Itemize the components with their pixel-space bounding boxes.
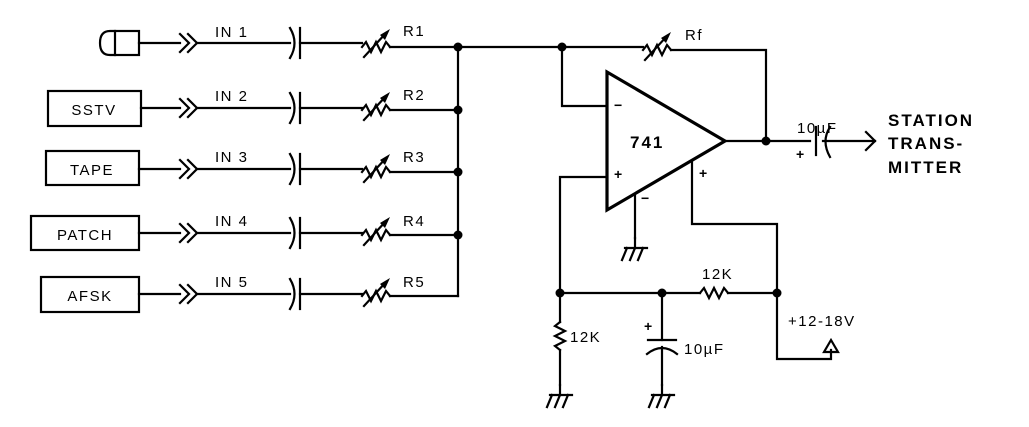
source-label-afsk: AFSK	[67, 288, 112, 305]
variable-resistor-r2	[360, 90, 392, 122]
power-terminal-icon	[822, 337, 840, 354]
noninverting-input-sign: +	[614, 166, 622, 182]
input-row-4: PATCH IN 4 R4	[29, 213, 460, 252]
destination-line-1: STATION	[888, 111, 974, 130]
input-row-5: AFSK IN 5 R5	[39, 274, 460, 314]
summing-bus	[453, 42, 567, 298]
variable-resistor-r1	[360, 27, 392, 59]
output-arrow-icon	[864, 130, 877, 152]
destination-line-3: MITTER	[888, 158, 963, 177]
bias-network: 12K 12K + 10µF	[545, 175, 782, 409]
bias-resistor-upper	[698, 285, 730, 301]
output-capacitor-label: 10µF	[797, 120, 838, 137]
resistor-r3-label: R3	[403, 149, 425, 166]
input-1-label: IN 1	[215, 24, 249, 41]
input-row-1: IN 1 R1	[98, 23, 460, 60]
resistor-r5-label: R5	[403, 274, 425, 291]
feedback-path: Rf	[560, 27, 768, 143]
supply-negative-sign: −	[641, 190, 649, 206]
resistor-r2-label: R2	[403, 87, 425, 104]
microphone-icon	[98, 29, 141, 57]
input-5-label: IN 5	[215, 274, 249, 291]
bias-resistor-upper-label: 12K	[702, 266, 733, 283]
coupling-capacitor-2	[288, 91, 302, 125]
coupling-capacitor-1	[288, 26, 302, 60]
bias-resistor-lower	[552, 320, 568, 352]
coupling-capacitor-5	[288, 277, 302, 311]
variable-resistor-r4	[360, 215, 392, 247]
variable-resistor-r5	[360, 276, 392, 308]
bias-capacitor-label: 10µF	[684, 341, 725, 358]
ground-icon	[620, 236, 649, 262]
bias-capacitor-polarity: +	[644, 318, 652, 334]
resistor-r4-label: R4	[403, 213, 425, 230]
output-path: 10µF + STATION TRANS- MITTER	[723, 111, 974, 177]
variable-resistor-r3	[360, 152, 392, 184]
source-label-sstv: SSTV	[71, 102, 116, 119]
input-3-label: IN 3	[215, 149, 249, 166]
input-2-label: IN 2	[215, 88, 249, 105]
coupling-capacitor-3	[288, 152, 302, 186]
input-row-3: TAPE IN 3 R3	[44, 149, 460, 187]
input-jack-5	[178, 283, 199, 305]
resistor-r1-label: R1	[403, 23, 425, 40]
input-jack-4	[178, 222, 199, 244]
input-row-2: SSTV IN 2 R2	[46, 87, 460, 128]
destination-line-2: TRANS-	[888, 134, 964, 153]
power-supply: +12-18V	[690, 160, 856, 361]
source-label-tape: TAPE	[70, 162, 114, 179]
supply-positive-sign: +	[699, 165, 707, 181]
feedback-resistor-rf	[641, 30, 673, 62]
output-capacitor-polarity: +	[796, 146, 804, 162]
input-jack-1	[178, 32, 199, 54]
coupling-capacitor-4	[288, 216, 302, 250]
bias-resistor-lower-label: 12K	[570, 329, 601, 346]
ground-icon	[647, 383, 676, 409]
input-4-label: IN 4	[215, 213, 249, 230]
power-supply-label: +12-18V	[788, 313, 856, 330]
inverting-input-wire	[560, 45, 609, 108]
opamp-label: 741	[630, 133, 664, 152]
opamp-triangle	[605, 69, 729, 213]
opamp-741: 741 − + + −	[605, 69, 729, 213]
source-label-patch: PATCH	[57, 227, 113, 244]
input-jack-2	[178, 97, 199, 119]
inverting-input-sign: −	[614, 97, 622, 113]
ground-icon	[545, 383, 574, 409]
feedback-resistor-label: Rf	[685, 27, 703, 44]
input-jack-3	[178, 158, 199, 180]
